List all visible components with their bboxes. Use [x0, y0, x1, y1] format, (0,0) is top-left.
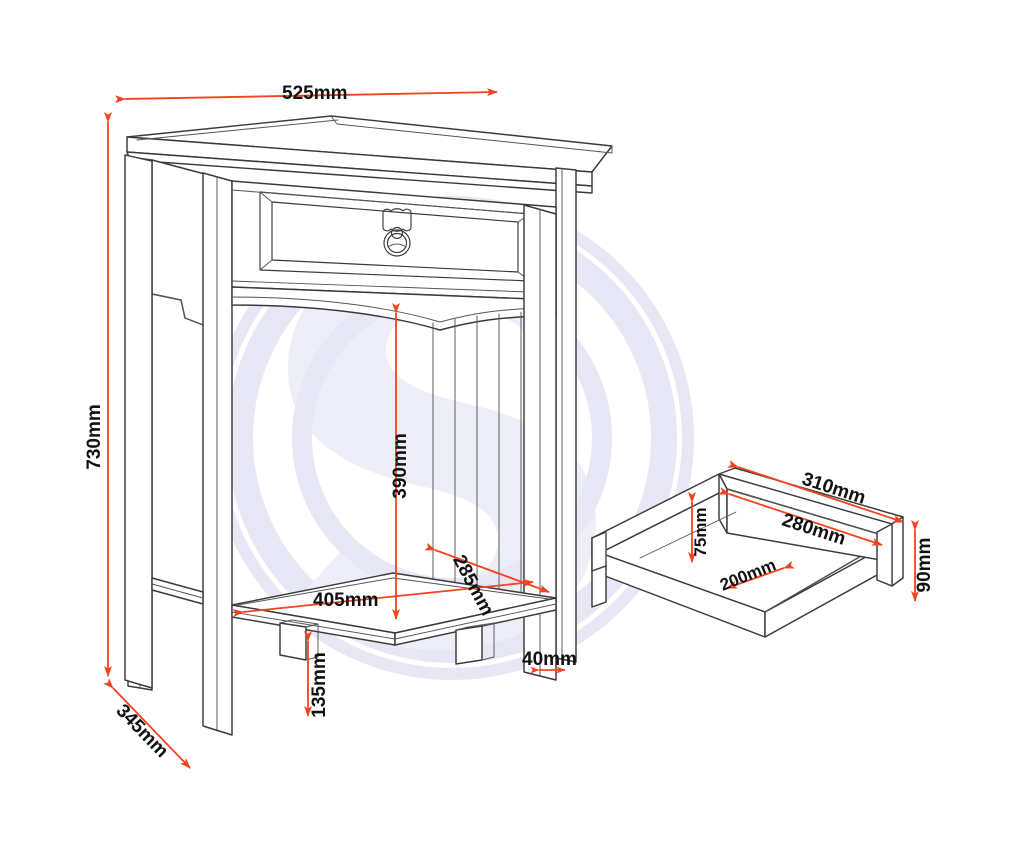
side-stretcher-left	[151, 577, 204, 605]
dimension-345mm: 345mm	[103, 678, 191, 769]
dimension-label-90mm: 90mm	[914, 538, 935, 593]
drawer-front-panel	[231, 180, 557, 301]
shelf-support-blocks	[279, 619, 495, 665]
dimension-label-390mm: 390mm	[390, 433, 411, 499]
dimension-90mm: 90mm	[911, 520, 935, 602]
dimension-label-405mm: 405mm	[313, 590, 379, 611]
dimension-label-75mm: 75mm	[691, 507, 710, 556]
dimension-525mm: 525mm	[114, 83, 498, 104]
dimension-label-345mm: 345mm	[112, 700, 173, 762]
dimension-label-730mm: 730mm	[84, 404, 105, 470]
dimension-label-525mm: 525mm	[282, 83, 348, 104]
dimension-730mm: 730mm	[84, 112, 112, 677]
ring-pull-handle	[382, 208, 412, 257]
dimension-40mm: 40mm	[522, 649, 577, 674]
console-table	[124, 115, 613, 736]
tapered-leg-inner-left	[124, 154, 153, 689]
dimension-390mm: 390mm	[390, 303, 411, 620]
tapered-leg-front-left	[202, 172, 233, 736]
dimension-75mm: 75mm	[688, 492, 710, 563]
dimension-label-135mm: 135mm	[309, 652, 330, 718]
dimension-label-40mm: 40mm	[522, 649, 577, 670]
dimension-135mm: 135mm	[304, 631, 330, 718]
tapered-leg-back-right	[555, 167, 577, 663]
back-panel-slats	[432, 309, 540, 624]
